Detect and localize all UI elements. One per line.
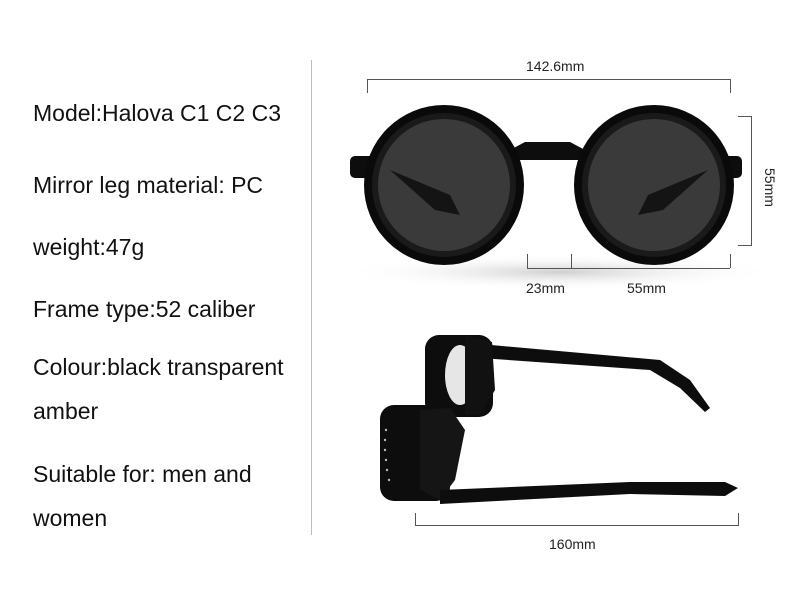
height-dim-tick-bottom: [738, 245, 752, 246]
temple-tick-right: [738, 513, 739, 526]
divider: [311, 60, 312, 535]
width-dim-tick-right: [730, 79, 731, 93]
bridge-label: 23mm: [526, 280, 565, 296]
temple-length-label: 160mm: [549, 536, 596, 552]
height-dim-tick-top: [738, 116, 752, 117]
spec-leg-material: Mirror leg material: PC: [33, 172, 264, 198]
temple-tick-left: [415, 513, 416, 526]
lens-width-label: 55mm: [627, 280, 666, 296]
height-dim-line: [751, 116, 752, 245]
width-dim-tick-left: [367, 79, 368, 93]
temple-dim-line: [415, 525, 738, 526]
total-width-label: 142.6mm: [526, 58, 585, 74]
spec-suitable-line2: women: [33, 505, 108, 531]
spec-frame-type: Frame type:52 caliber: [33, 296, 256, 322]
spec-colour-line1: Colour:black transparent: [33, 354, 284, 380]
bridge-tick-right: [571, 254, 572, 268]
width-dim-line: [367, 79, 730, 80]
spec-model: Model:Halova C1 C2 C3: [33, 100, 282, 126]
spec-suitable-line1: Suitable for: men and: [33, 461, 252, 487]
glasses-side-view: [380, 335, 738, 504]
lens-height-label: 55mm: [762, 168, 778, 207]
bridge-tick-left: [527, 254, 528, 268]
bottom-dim-line: [527, 268, 730, 269]
glasses-front-view: [340, 105, 780, 290]
lens-tick-right: [730, 254, 731, 268]
spec-colour-line2: amber: [33, 398, 99, 424]
spec-weight: weight:47g: [33, 234, 145, 260]
